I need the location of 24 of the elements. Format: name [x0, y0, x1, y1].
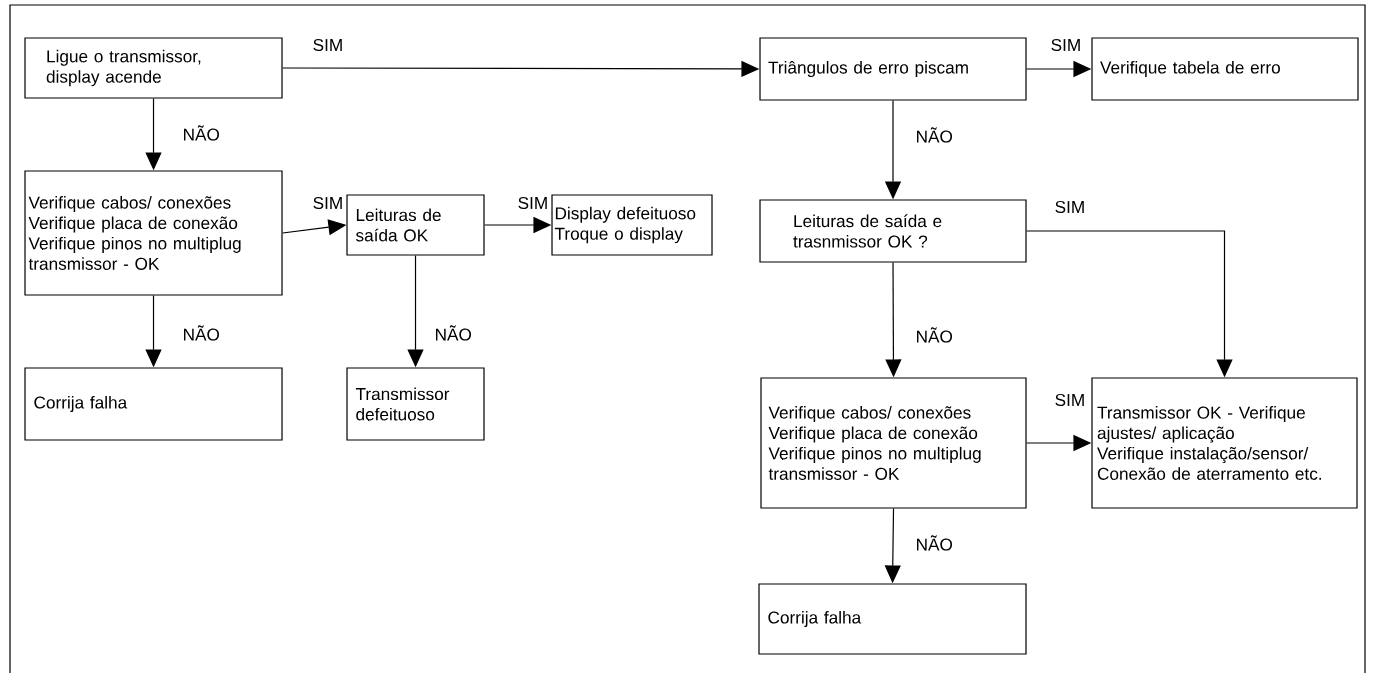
edge-label: NÃO	[180, 323, 222, 343]
process-box: Verifique tabela de erro	[1091, 37, 1359, 101]
edge-label: NÃO	[913, 125, 955, 145]
process-box: Ligue o transmissor, display acende	[24, 37, 283, 99]
process-box: Corrija falha	[758, 583, 1027, 655]
process-box: Verifique cabos/ conexões Verifique placa de conexão Verifique pinos no multiplug transmissor - OK	[760, 377, 1027, 509]
process-box: Verifique cabos/ conexões Verifique placa de conexão Verifique pinos no multiplug transmissor - OK	[24, 170, 283, 296]
edge-label: NÃO	[913, 533, 955, 553]
process-box: Corrija falha	[24, 367, 283, 441]
edge-label: SIM	[1052, 391, 1088, 409]
edge-label: SIM	[1052, 198, 1088, 216]
process-box: Leituras de saída OK	[346, 194, 485, 256]
edge-label: NÃO	[432, 323, 474, 343]
process-box: Transmissor defeituoso	[346, 367, 485, 441]
edge-label: SIM	[515, 194, 551, 212]
process-box: Leituras de saída e trasnmissor OK ?	[759, 199, 1027, 263]
edge-label: NÃO	[913, 325, 955, 345]
edge-label: SIM	[310, 36, 346, 54]
process-box: Display defeituoso Troque o display	[551, 194, 713, 256]
process-box: Triângulos de erro piscam	[759, 37, 1027, 101]
edge-label: SIM	[310, 194, 346, 212]
process-box: Transmissor OK - Verifique ajustes/ aplicação Verifique instalação/sensor/ Conexão de aterramento etc.	[1091, 377, 1358, 509]
edge-label: NÃO	[180, 123, 222, 143]
edge-label: SIM	[1048, 36, 1084, 54]
